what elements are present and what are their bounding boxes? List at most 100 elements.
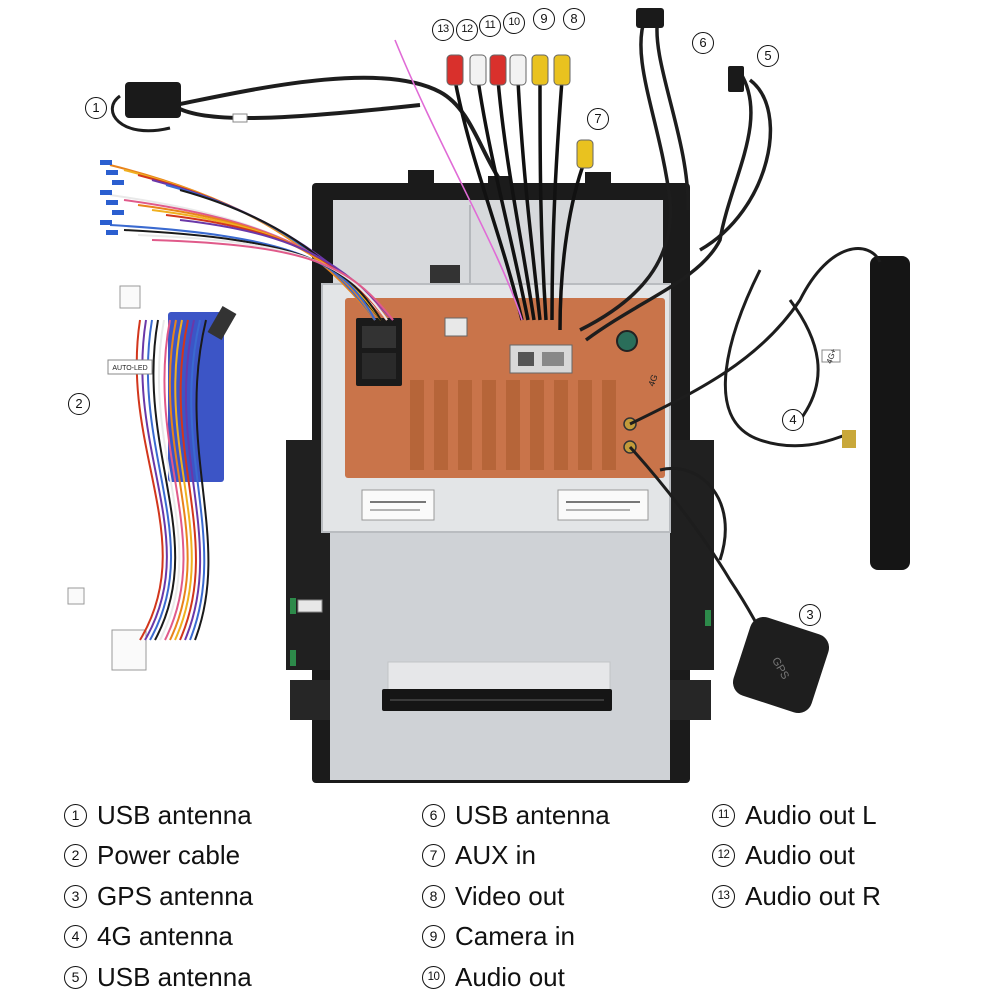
legend-number: 4	[64, 925, 87, 949]
power-cable-harness: AUTO-LED	[67, 160, 394, 671]
callout-7: 7	[587, 108, 609, 130]
callout-8: 8	[563, 8, 585, 30]
callout-11: 11	[479, 15, 501, 37]
callout-5: 5	[757, 45, 779, 67]
legend-item: 6 USB antenna	[422, 795, 610, 836]
legend-label: Audio out	[745, 840, 855, 871]
legend-label: Audio out L	[745, 799, 877, 830]
wire-terminal	[106, 170, 118, 175]
legend-label: GPS antenna	[97, 880, 254, 911]
legend-number: 7	[422, 844, 445, 868]
legend-number: 2	[64, 844, 87, 868]
callout-1: 1	[85, 97, 107, 119]
legend-item: 12 Audio out	[712, 836, 881, 877]
callout-13: 13	[432, 19, 454, 41]
heatsink	[345, 298, 665, 478]
legend-item: 4 4G antenna	[64, 917, 253, 958]
callout-4: 4	[782, 409, 804, 431]
disc-slot	[290, 598, 711, 711]
heatsink-fin	[554, 380, 568, 470]
rca-leads	[394, 39, 594, 331]
wire-terminal	[112, 180, 124, 185]
harness-wire	[179, 189, 382, 321]
gps-antenna	[628, 445, 830, 714]
legend-item: 7 AUX in	[422, 836, 610, 877]
legend-label: Power cable	[97, 840, 241, 871]
rca-plugs	[446, 54, 594, 169]
heatsink-fin	[602, 380, 616, 470]
legend-item: 11 Audio out L	[712, 795, 881, 836]
legend-item: 2 Power cable	[64, 836, 253, 877]
rca-plug	[489, 54, 507, 86]
heatsink-fins	[410, 380, 616, 470]
harness-wire	[163, 319, 185, 641]
legend-item: 13 Audio out R	[712, 876, 881, 917]
legend-label: Audio out	[455, 961, 565, 992]
callout-2: 2	[68, 393, 90, 415]
aux-plug	[576, 139, 594, 169]
legend-label: Video out	[455, 880, 565, 911]
4g-antenna	[629, 247, 910, 570]
wire-terminal	[112, 210, 124, 215]
legend-number: 8	[422, 884, 445, 908]
legend-number: 5	[64, 965, 87, 989]
rca-plug	[469, 54, 487, 86]
legend-number: 3	[64, 884, 87, 908]
wire-terminal	[100, 160, 112, 165]
harness-wire	[194, 319, 210, 641]
auto-led-tag: AUTO-LED	[112, 365, 147, 372]
legend-label: USB antenna	[97, 799, 252, 830]
legend-number: 9	[422, 925, 445, 949]
head-unit-diagram: AUTO-LED GPS 4G+ 4G	[67, 8, 910, 783]
legend-label: Camera in	[455, 921, 575, 952]
harness-wire	[179, 319, 197, 641]
harness-wire	[189, 319, 206, 641]
harness-wire	[157, 319, 181, 641]
rca-plug	[509, 54, 527, 86]
legend-column-2: 6 USB antenna 7 AUX in 8 Video out 9 Camera …	[422, 795, 610, 998]
heatsink-fin	[458, 380, 472, 470]
heatsink-fin	[434, 380, 448, 470]
harness-wire	[151, 239, 394, 321]
heatsink-fin	[482, 380, 496, 470]
callout-9: 9	[533, 8, 555, 30]
legend-number: 12	[712, 844, 735, 868]
harness-wire	[152, 319, 177, 641]
legend-number: 1	[64, 803, 87, 827]
callout-3: 3	[799, 604, 821, 626]
port-4g-label: 4G	[646, 373, 660, 388]
rca-plug	[553, 54, 571, 86]
harness-wire	[184, 319, 202, 641]
usb-antenna-5	[584, 66, 772, 342]
legend-label: 4G antenna	[97, 921, 233, 952]
legend-label: USB antenna	[455, 799, 610, 830]
rca-plug	[446, 54, 464, 86]
legend-number: 10	[422, 965, 445, 989]
legend-item: 5 USB antenna	[64, 957, 253, 998]
callout-6: 6	[692, 32, 714, 54]
legend-column-3: 11 Audio out L 12 Audio out 13 Audio out R	[712, 795, 881, 917]
heatsink-fin	[506, 380, 520, 470]
wire-terminal	[106, 230, 118, 235]
legend-item: 1 USB antenna	[64, 795, 253, 836]
wire-terminal	[100, 190, 112, 195]
wire-terminal	[106, 200, 118, 205]
legend-number: 6	[422, 803, 445, 827]
legend-label: Audio out R	[745, 880, 881, 911]
legend-number: 13	[712, 884, 735, 908]
legend-number: 11	[712, 803, 735, 827]
harness-wire	[168, 319, 189, 641]
heatsink-fin	[578, 380, 592, 470]
harness-wire	[174, 319, 193, 641]
product-illustration: AUTO-LED GPS 4G+ 4G 1 2 3 4 5 6 7 8 9 10…	[67, 8, 910, 783]
legend-label: AUX in	[455, 840, 536, 871]
legend-item: 10 Audio out	[422, 957, 610, 998]
usb-antenna-6	[579, 8, 690, 332]
rca-plug	[531, 54, 549, 86]
legend-label: USB antenna	[97, 961, 252, 992]
callout-10: 10	[503, 12, 525, 34]
legend-item: 8 Video out	[422, 876, 610, 917]
legend-item: 3 GPS antenna	[64, 876, 253, 917]
